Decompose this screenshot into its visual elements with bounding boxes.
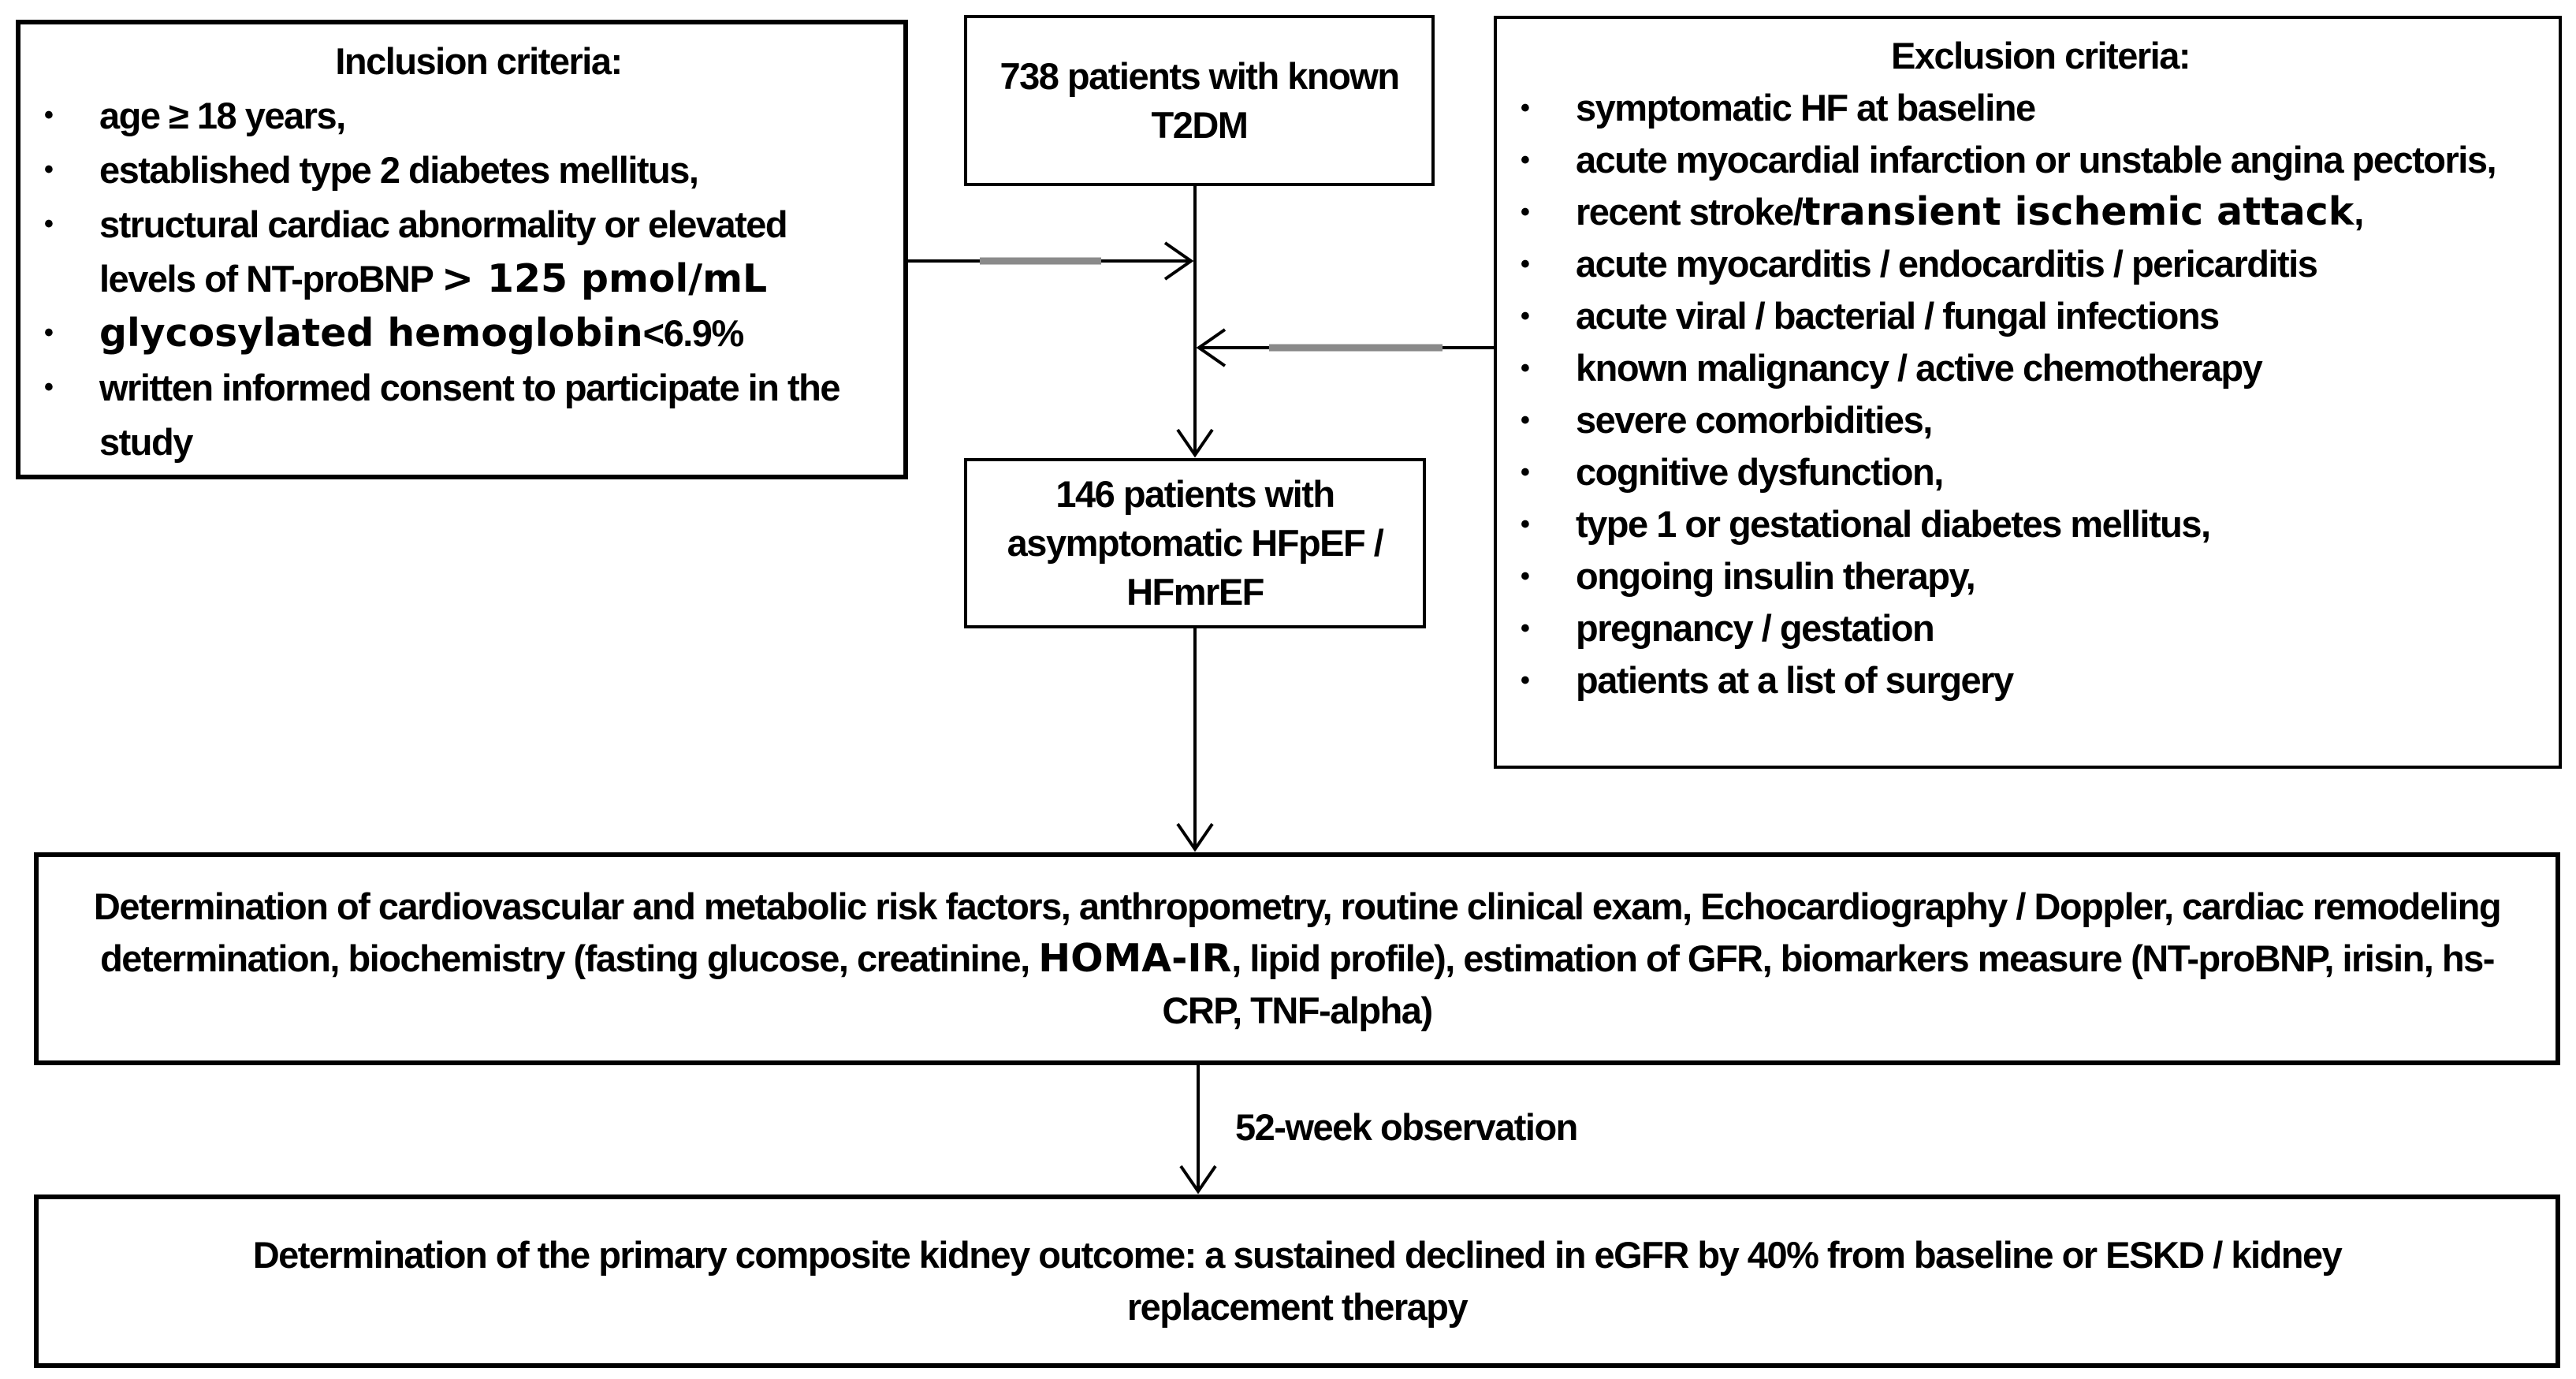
text-run: , [2354,191,2364,233]
exclusion-criteria-box: Exclusion criteria: symptomatic HF at ba… [1494,16,2562,769]
outcome-text: Determination of the primary composite k… [252,1234,2343,1328]
assessment-text: Determination of cardiovascular and meta… [70,881,2524,1037]
text-run: Determination of cardiovascular and meta… [93,885,2502,979]
initial-cohort-box: 738 patients with known T2DM [964,15,1435,186]
emphasis-text-run: HOMA-IR [1038,936,1232,981]
arrow-assessment-to-outcome-icon [1179,1065,1217,1195]
inclusion-criteria-item: written informed consent to participate … [20,360,889,469]
exclusion-criteria-item: acute myocarditis / endocarditis / peric… [1497,238,2537,290]
exclusion-criteria-item: type 1 or gestational diabetes mellitus, [1497,498,2537,550]
arrow-cohort-to-selected-icon [1176,186,1214,458]
inclusion-criteria-title: Inclusion criteria: [335,40,623,82]
exclusion-criteria-item: recent stroke/transient ischemic attack, [1497,186,2537,238]
exclusion-criteria-item: known malignancy / active chemotherapy [1497,342,2537,394]
text-run: structural cardiac abnormality or elevat… [99,203,788,300]
arrow-inclusion-criteria-icon [908,241,1194,281]
exclusion-criteria-item: patients at a list of surgery [1497,654,2537,706]
exclusion-criteria-item: cognitive dysfunction, [1497,446,2537,498]
initial-cohort-text: 738 patients with known T2DM [1000,54,1400,146]
emphasis-text-run: glycosylated hemoglobin [99,311,643,356]
emphasis-text-run: transient ischemic attack [1802,189,2355,234]
text-run: , lipid profile), estimation of GFR, bio… [1162,937,2495,1031]
exclusion-criteria-list: symptomatic HF at baselineacute myocardi… [1497,82,2537,706]
inclusion-criteria-item: structural cardiac abnormality or elevat… [20,197,889,306]
exclusion-criteria-item: symptomatic HF at baseline [1497,82,2537,134]
exclusion-criteria-item: severe comorbidities, [1497,394,2537,446]
arrow-exclusion-criteria-icon [1196,328,1494,367]
inclusion-criteria-item: established type 2 diabetes mellitus, [20,143,889,197]
selected-cohort-box: 146 patients with asymptomatic HFpEF / H… [964,458,1426,628]
assessment-box: Determination of cardiovascular and meta… [34,852,2560,1065]
text-run: recent stroke/ [1576,191,1804,233]
selected-cohort-text: 146 patients with asymptomatic HFpEF / H… [1007,473,1384,613]
exclusion-criteria-item: acute myocardial infarction or unstable … [1497,134,2537,186]
outcome-box: Determination of the primary composite k… [34,1195,2560,1368]
inclusion-criteria-item: age ≥ 18 years, [20,88,889,143]
exclusion-criteria-title: Exclusion criteria: [1891,35,2191,76]
inclusion-criteria-item: glycosylated hemoglobin<6.9% [20,306,889,360]
inclusion-criteria-box: Inclusion criteria: age ≥ 18 years,estab… [16,20,908,479]
inclusion-criteria-list: age ≥ 18 years,established type 2 diabet… [20,88,889,469]
exclusion-criteria-item: pregnancy / gestation [1497,602,2537,654]
exclusion-criteria-item: ongoing insulin therapy, [1497,550,2537,602]
observation-period-label: 52-week observation [1235,1106,1578,1148]
arrow-selected-to-assessment-icon [1176,628,1214,852]
exclusion-criteria-item: acute viral / bacterial / fungal infecti… [1497,290,2537,342]
text-run: <6.9% [642,312,745,354]
emphasis-text-run: > 125 pmol/mL [441,256,768,301]
